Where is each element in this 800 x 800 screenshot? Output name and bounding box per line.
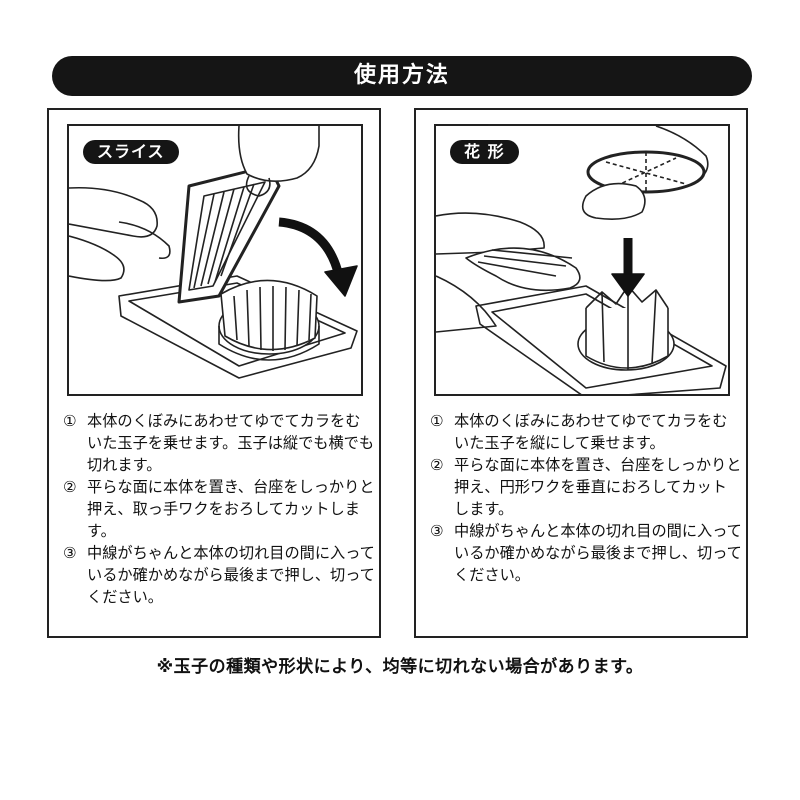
step-number: ①: [63, 412, 77, 430]
flower-steps: ① 本体のくぼみにあわせてゆでてカラをむいた玉子を縦にして乗せます。 ② 平らな…: [430, 410, 742, 586]
slice-panel: スライス: [47, 108, 381, 638]
step-number: ②: [430, 456, 444, 474]
flower-drawing: [436, 126, 727, 394]
slice-label: スライス: [83, 140, 179, 164]
flower-illustration: 花 形: [434, 124, 730, 396]
slice-step-1: ① 本体のくぼみにあわせてゆでてカラをむいた玉子を乗せます。玉子は縦でも横でも切…: [63, 410, 375, 476]
step-text: 平らな面に本体を置き、台座をしっかりと押え、取っ手ワクをおろしてカットします。: [87, 478, 375, 540]
step-text: 中線がちゃんと本体の切れ目の間に入っているか確かめながら最後まで押し、切ってくだ…: [454, 522, 742, 584]
slice-step-2: ② 平らな面に本体を置き、台座をしっかりと押え、取っ手ワクをおろしてカットします…: [63, 476, 375, 542]
flower-step-1: ① 本体のくぼみにあわせてゆでてカラをむいた玉子を縦にして乗せます。: [430, 410, 742, 454]
footer-note: ※玉子の種類や形状により、均等に切れない場合があります。: [156, 657, 644, 677]
step-number: ③: [430, 522, 444, 540]
step-number: ①: [430, 412, 444, 430]
slice-drawing: [69, 126, 358, 379]
step-text: 平らな面に本体を置き、台座をしっかりと押え、円形ワクを垂直におろしてカットします…: [454, 456, 742, 518]
flower-panel: 花 形: [414, 108, 748, 638]
flower-step-2: ② 平らな面に本体を置き、台座をしっかりと押え、円形ワクを垂直におろしてカットし…: [430, 454, 742, 520]
slice-steps: ① 本体のくぼみにあわせてゆでてカラをむいた玉子を乗せます。玉子は縦でも横でも切…: [63, 410, 375, 608]
flower-step-3: ③ 中線がちゃんと本体の切れ目の間に入っているか確かめながら最後まで押し、切って…: [430, 520, 742, 586]
step-number: ③: [63, 544, 77, 562]
step-text: 本体のくぼみにあわせてゆでてカラをむいた玉子を乗せます。玉子は縦でも横でも切れま…: [87, 412, 375, 474]
step-number: ②: [63, 478, 77, 496]
slice-step-3: ③ 中線がちゃんと本体の切れ目の間に入っているか確かめながら最後まで押し、切って…: [63, 542, 375, 608]
step-text: 本体のくぼみにあわせてゆでてカラをむいた玉子を縦にして乗せます。: [454, 412, 728, 452]
flower-label: 花 形: [450, 140, 519, 164]
page-title: 使用方法: [52, 56, 752, 96]
slice-illustration: スライス: [67, 124, 363, 396]
step-text: 中線がちゃんと本体の切れ目の間に入っているか確かめながら最後まで押し、切ってくだ…: [87, 544, 375, 606]
